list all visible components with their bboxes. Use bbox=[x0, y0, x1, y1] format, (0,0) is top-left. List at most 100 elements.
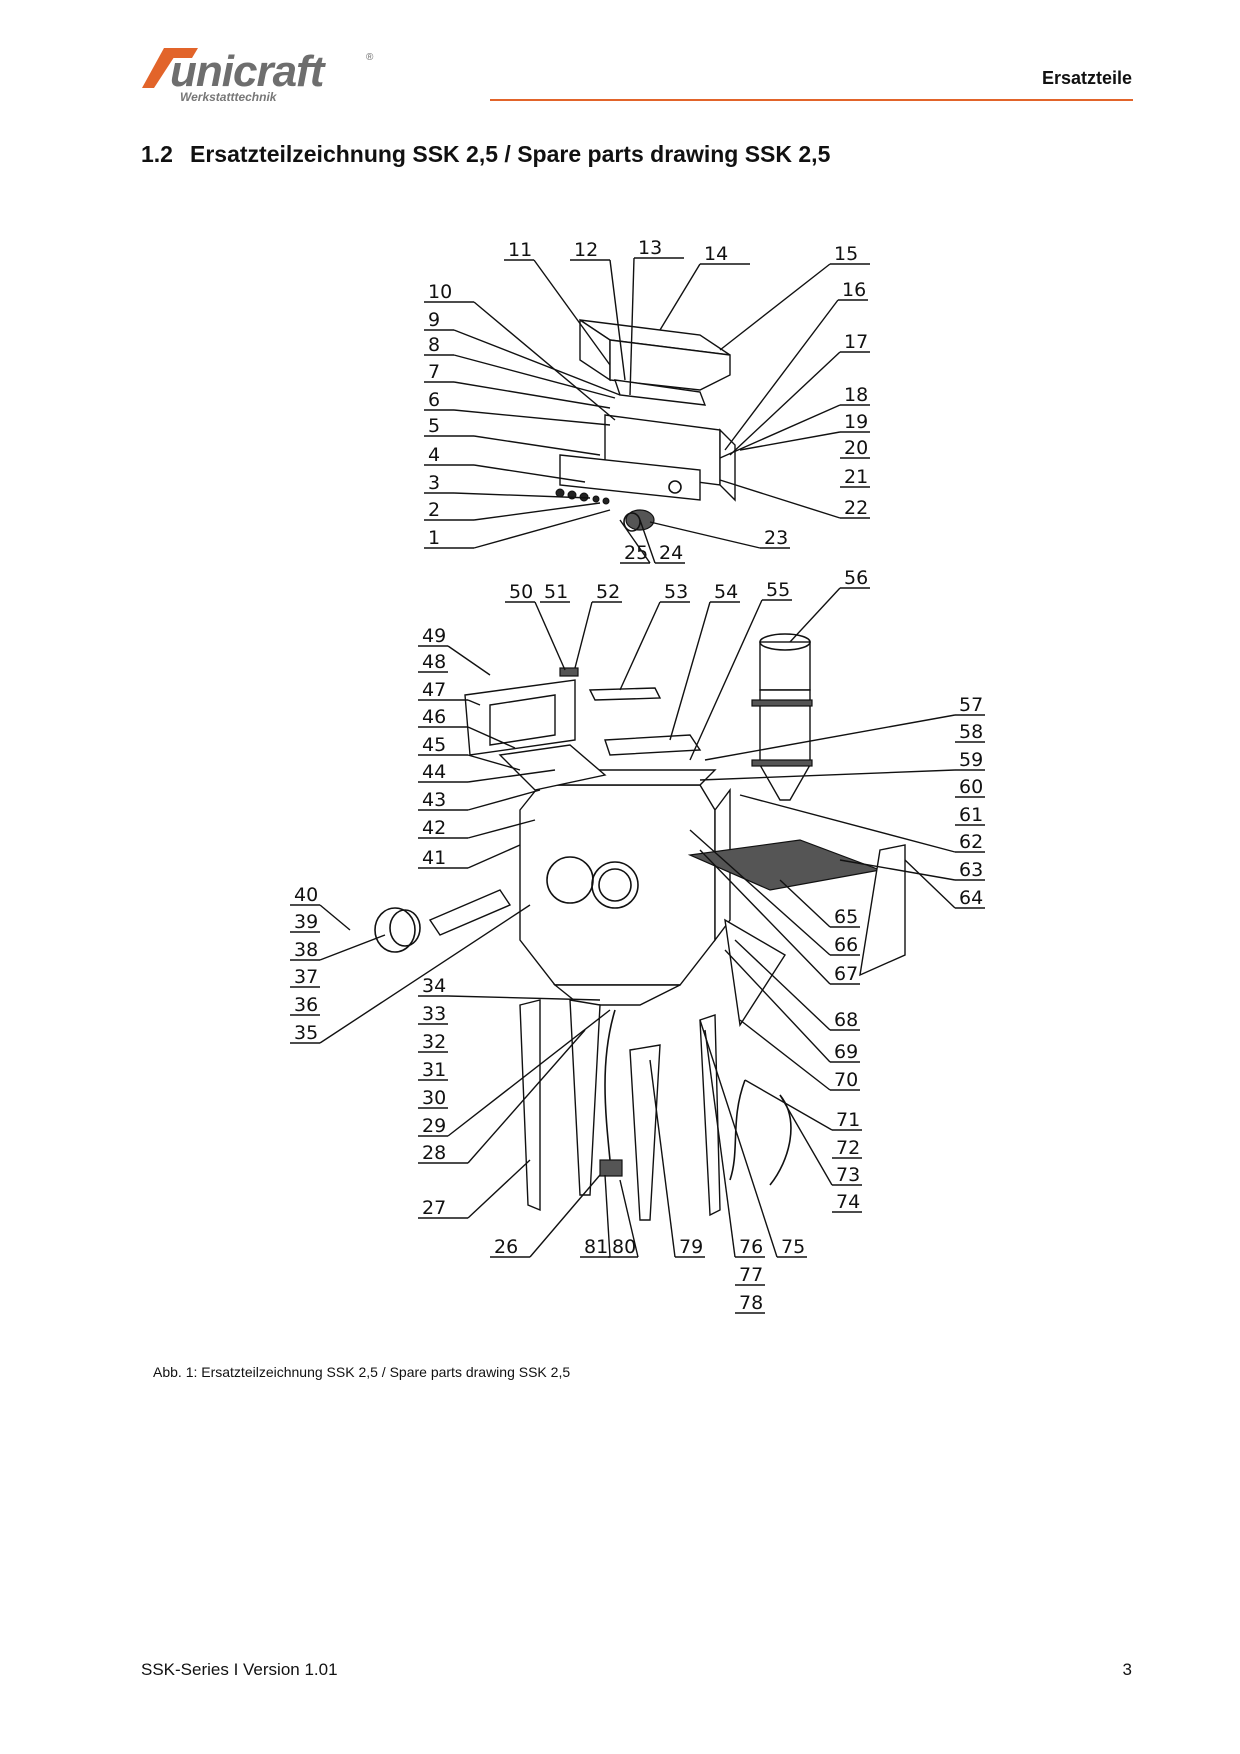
leader-line-67 bbox=[699, 849, 831, 985]
leader-line-56 bbox=[789, 587, 841, 643]
leader-line-52 bbox=[574, 601, 593, 669]
lamp-52 bbox=[559, 667, 579, 677]
leader-line-22 bbox=[719, 479, 841, 519]
leader-line-79 bbox=[649, 1059, 676, 1258]
part-number-68: 68 bbox=[834, 1009, 858, 1031]
part-number-53: 53 bbox=[664, 581, 688, 603]
brand-name: unicraft bbox=[170, 47, 327, 96]
leader-line-54 bbox=[669, 601, 711, 741]
part-number-26: 26 bbox=[494, 1236, 518, 1258]
part-number-63: 63 bbox=[959, 859, 983, 881]
part-number-77: 77 bbox=[739, 1264, 763, 1286]
part-number-7: 7 bbox=[428, 361, 440, 383]
part-number-8: 8 bbox=[428, 334, 440, 356]
leader-line-71 bbox=[744, 1079, 833, 1131]
leader-line-80 bbox=[619, 1179, 639, 1258]
part-number-40: 40 bbox=[294, 884, 318, 906]
part-number-41: 41 bbox=[422, 847, 446, 869]
part-number-17: 17 bbox=[844, 331, 868, 353]
part-number-3: 3 bbox=[428, 472, 440, 494]
part-number-45: 45 bbox=[422, 734, 446, 756]
part-number-75: 75 bbox=[781, 1236, 805, 1258]
bracket-13 bbox=[613, 379, 707, 406]
part-number-66: 66 bbox=[834, 934, 858, 956]
control-panel bbox=[559, 454, 701, 501]
part-number-62: 62 bbox=[959, 831, 983, 853]
header-rule bbox=[490, 99, 1133, 101]
part-number-13: 13 bbox=[638, 237, 662, 259]
leader-line-19 bbox=[739, 431, 841, 451]
part-number-2: 2 bbox=[428, 499, 440, 521]
glove-port-right bbox=[591, 861, 639, 909]
part-number-78: 78 bbox=[739, 1292, 763, 1314]
leader-line-57 bbox=[704, 714, 956, 761]
part-number-28: 28 bbox=[422, 1142, 446, 1164]
top-cover-front bbox=[609, 339, 731, 391]
cabinet-front bbox=[519, 784, 716, 986]
leader-line-1 bbox=[473, 509, 611, 549]
part-number-70: 70 bbox=[834, 1069, 858, 1091]
leader-line-62 bbox=[739, 794, 956, 853]
leader-line-46 bbox=[467, 726, 516, 749]
leader-line-45 bbox=[467, 754, 521, 771]
switch-box-side bbox=[719, 428, 736, 502]
leader-line-2 bbox=[473, 502, 601, 521]
leader-line-75 bbox=[699, 1019, 778, 1258]
leader-line-11 bbox=[533, 259, 611, 366]
leader-line-55 bbox=[689, 599, 763, 761]
part-number-35: 35 bbox=[294, 1022, 318, 1044]
part-number-16: 16 bbox=[842, 279, 866, 301]
part-number-22: 22 bbox=[844, 497, 868, 519]
part-number-80: 80 bbox=[612, 1236, 636, 1258]
part-number-25: 25 bbox=[624, 542, 648, 564]
leader-line-63 bbox=[839, 859, 956, 881]
leader-line-70 bbox=[739, 1019, 831, 1091]
window-glass-45 bbox=[498, 744, 607, 791]
figure-caption: Abb. 1: Ersatzteilzeichnung SSK 2,5 / Sp… bbox=[153, 1364, 571, 1380]
part-number-27: 27 bbox=[422, 1197, 446, 1219]
part-number-74: 74 bbox=[836, 1191, 860, 1213]
part-number-57: 57 bbox=[959, 694, 983, 716]
part-number-64: 64 bbox=[959, 887, 983, 909]
part-number-47: 47 bbox=[422, 679, 446, 701]
switch-1 bbox=[555, 488, 565, 498]
leader-line-4 bbox=[473, 464, 586, 483]
part-number-4: 4 bbox=[428, 444, 440, 466]
part-number-42: 42 bbox=[422, 817, 446, 839]
glove-ring-37 bbox=[389, 909, 421, 947]
part-number-9: 9 bbox=[428, 309, 440, 331]
section-label: Ersatzteile bbox=[1041, 68, 1132, 88]
hose-71 bbox=[729, 1079, 746, 1181]
leader-line-12 bbox=[609, 259, 626, 381]
part-number-61: 61 bbox=[959, 804, 983, 826]
part-number-59: 59 bbox=[959, 749, 983, 771]
part-number-34: 34 bbox=[422, 975, 446, 997]
leader-line-38 bbox=[319, 934, 386, 961]
leader-line-50 bbox=[534, 601, 566, 671]
leader-line-47 bbox=[467, 699, 481, 706]
switch-5 bbox=[602, 497, 610, 505]
cyclone-bracket-lower bbox=[751, 759, 813, 767]
logo-mark bbox=[142, 48, 198, 88]
part-number-81: 81 bbox=[584, 1236, 608, 1258]
part-number-31: 31 bbox=[422, 1059, 446, 1081]
leader-line-24 bbox=[639, 519, 656, 564]
leader-line-25 bbox=[619, 519, 651, 564]
chute-70 bbox=[724, 918, 786, 1027]
brand-tagline: Werkstatttechnik bbox=[180, 90, 278, 104]
part-number-37: 37 bbox=[294, 966, 318, 988]
leader-line-35 bbox=[319, 904, 531, 1044]
part-number-23: 23 bbox=[764, 527, 788, 549]
part-number-24: 24 bbox=[659, 542, 683, 564]
leader-line-69 bbox=[724, 949, 831, 1063]
part-number-49: 49 bbox=[422, 625, 446, 647]
part-number-46: 46 bbox=[422, 706, 446, 728]
leader-line-59 bbox=[699, 769, 956, 781]
footer-doc: SSK-Series I Version 1.01 bbox=[141, 1660, 338, 1679]
foot-pedal-81 bbox=[599, 1159, 623, 1177]
leader-line-73 bbox=[779, 1094, 833, 1186]
part-number-38: 38 bbox=[294, 939, 318, 961]
part-number-44: 44 bbox=[422, 761, 446, 783]
part-number-50: 50 bbox=[509, 581, 533, 603]
